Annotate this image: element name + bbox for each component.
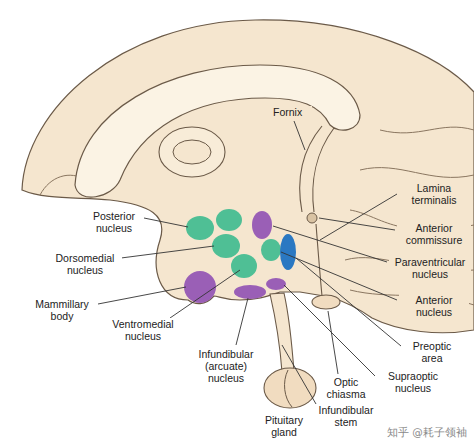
part-label: Optic chiasma	[318, 376, 374, 400]
lamina-line	[316, 224, 322, 296]
pituitary-shape	[264, 368, 316, 408]
leader-lines	[98, 121, 401, 404]
chiasma-shape	[312, 295, 340, 309]
part-label: Infundibular (arcuate) nucleus	[190, 348, 262, 384]
interthalamic-adhesion	[173, 140, 211, 164]
part-label: Pituitary gland	[258, 414, 310, 438]
part-label: Anterior commissure	[397, 222, 471, 246]
pituitary-lobe-line	[285, 370, 292, 407]
part-label: Mammillary body	[26, 298, 98, 322]
watermark: 知乎 @耗子领袖	[386, 426, 468, 438]
part-label: Preoptic area	[403, 340, 461, 364]
part-label: Paraventricular nucleus	[389, 256, 471, 280]
part-label: Anterior nucleus	[399, 294, 469, 318]
part-label: Supraoptic nucleus	[377, 370, 449, 394]
part-label: Lamina terminalis	[399, 182, 469, 206]
part-label: Dorsomedial nucleus	[48, 252, 122, 276]
brain-outline	[22, 20, 474, 333]
part-label: Posterior nucleus	[84, 210, 144, 234]
corpus-callosum	[75, 65, 360, 197]
part-label: Fornix	[272, 106, 312, 118]
commissure-symbol	[307, 213, 317, 223]
part-label: Ventromedial nucleus	[106, 318, 180, 342]
thalamus	[159, 127, 225, 177]
part-label: Infundibular stem	[314, 404, 378, 428]
fornix-column	[300, 126, 334, 212]
nuclei	[184, 209, 296, 303]
